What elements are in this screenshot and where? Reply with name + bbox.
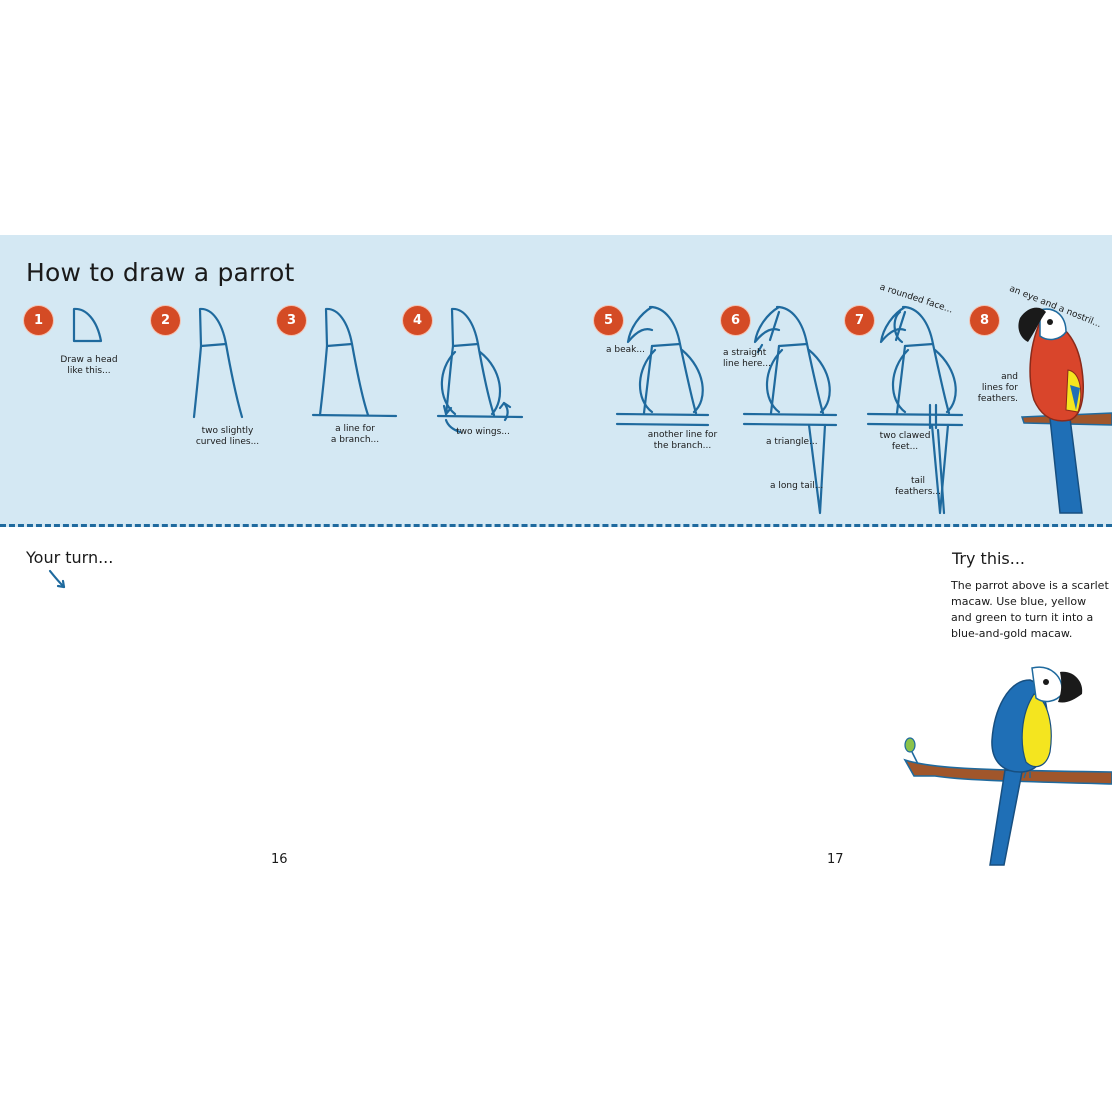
- page-number-left: 16: [271, 852, 288, 867]
- step6-label-tail: a long tail...: [770, 481, 824, 491]
- step7-label-feet: two clawed feet...: [879, 431, 931, 452]
- step-badge-4: 4: [405, 308, 430, 333]
- step4-drawing: [436, 307, 524, 434]
- curved-arrow-icon: [48, 569, 66, 589]
- step7-label-tail: tail feathers...: [895, 476, 941, 497]
- step7-drawing: [866, 305, 964, 515]
- step6-label-line: a straight line here...: [723, 348, 771, 369]
- step1-label: Draw a head like this...: [60, 355, 118, 376]
- your-turn-label: Your turn...: [26, 548, 114, 567]
- step3-drawing: [311, 307, 398, 418]
- blue-gold-macaw-illustration: [903, 666, 1112, 866]
- step-badge-1: 1: [26, 308, 51, 333]
- try-this-heading: Try this...: [952, 549, 1026, 568]
- step5-drawing: [615, 305, 710, 427]
- instruction-band: [0, 235, 1112, 527]
- try-this-text: The parrot above is a scarlet macaw. Use…: [951, 579, 1109, 640]
- step2-label: two slightly curved lines...: [195, 426, 260, 447]
- step5-label-branch: another line for the branch...: [647, 430, 718, 451]
- step-badge-3: 3: [279, 308, 304, 333]
- step2-drawing: [192, 307, 244, 419]
- step3-label: a line for a branch...: [330, 424, 380, 445]
- step6-label-triangle: a triangle...: [766, 437, 818, 447]
- scarlet-macaw-illustration: [1018, 307, 1112, 514]
- step8-label-feathers: and lines for feathers.: [977, 372, 1018, 404]
- step-badge-8: 8: [972, 308, 997, 333]
- step1-head-drawing: [72, 307, 103, 343]
- step-badge-6: 6: [723, 308, 748, 333]
- step-badge-2: 2: [153, 308, 178, 333]
- step-badge-5: 5: [596, 308, 621, 333]
- step6-drawing: [742, 305, 838, 515]
- step-badge-7: 7: [847, 308, 872, 333]
- step4-label: two wings...: [456, 427, 510, 437]
- page-number-right: 17: [827, 852, 844, 867]
- section-divider: [0, 524, 1112, 527]
- page-title: How to draw a parrot: [26, 258, 295, 287]
- step5-label-beak: a beak...: [606, 345, 645, 355]
